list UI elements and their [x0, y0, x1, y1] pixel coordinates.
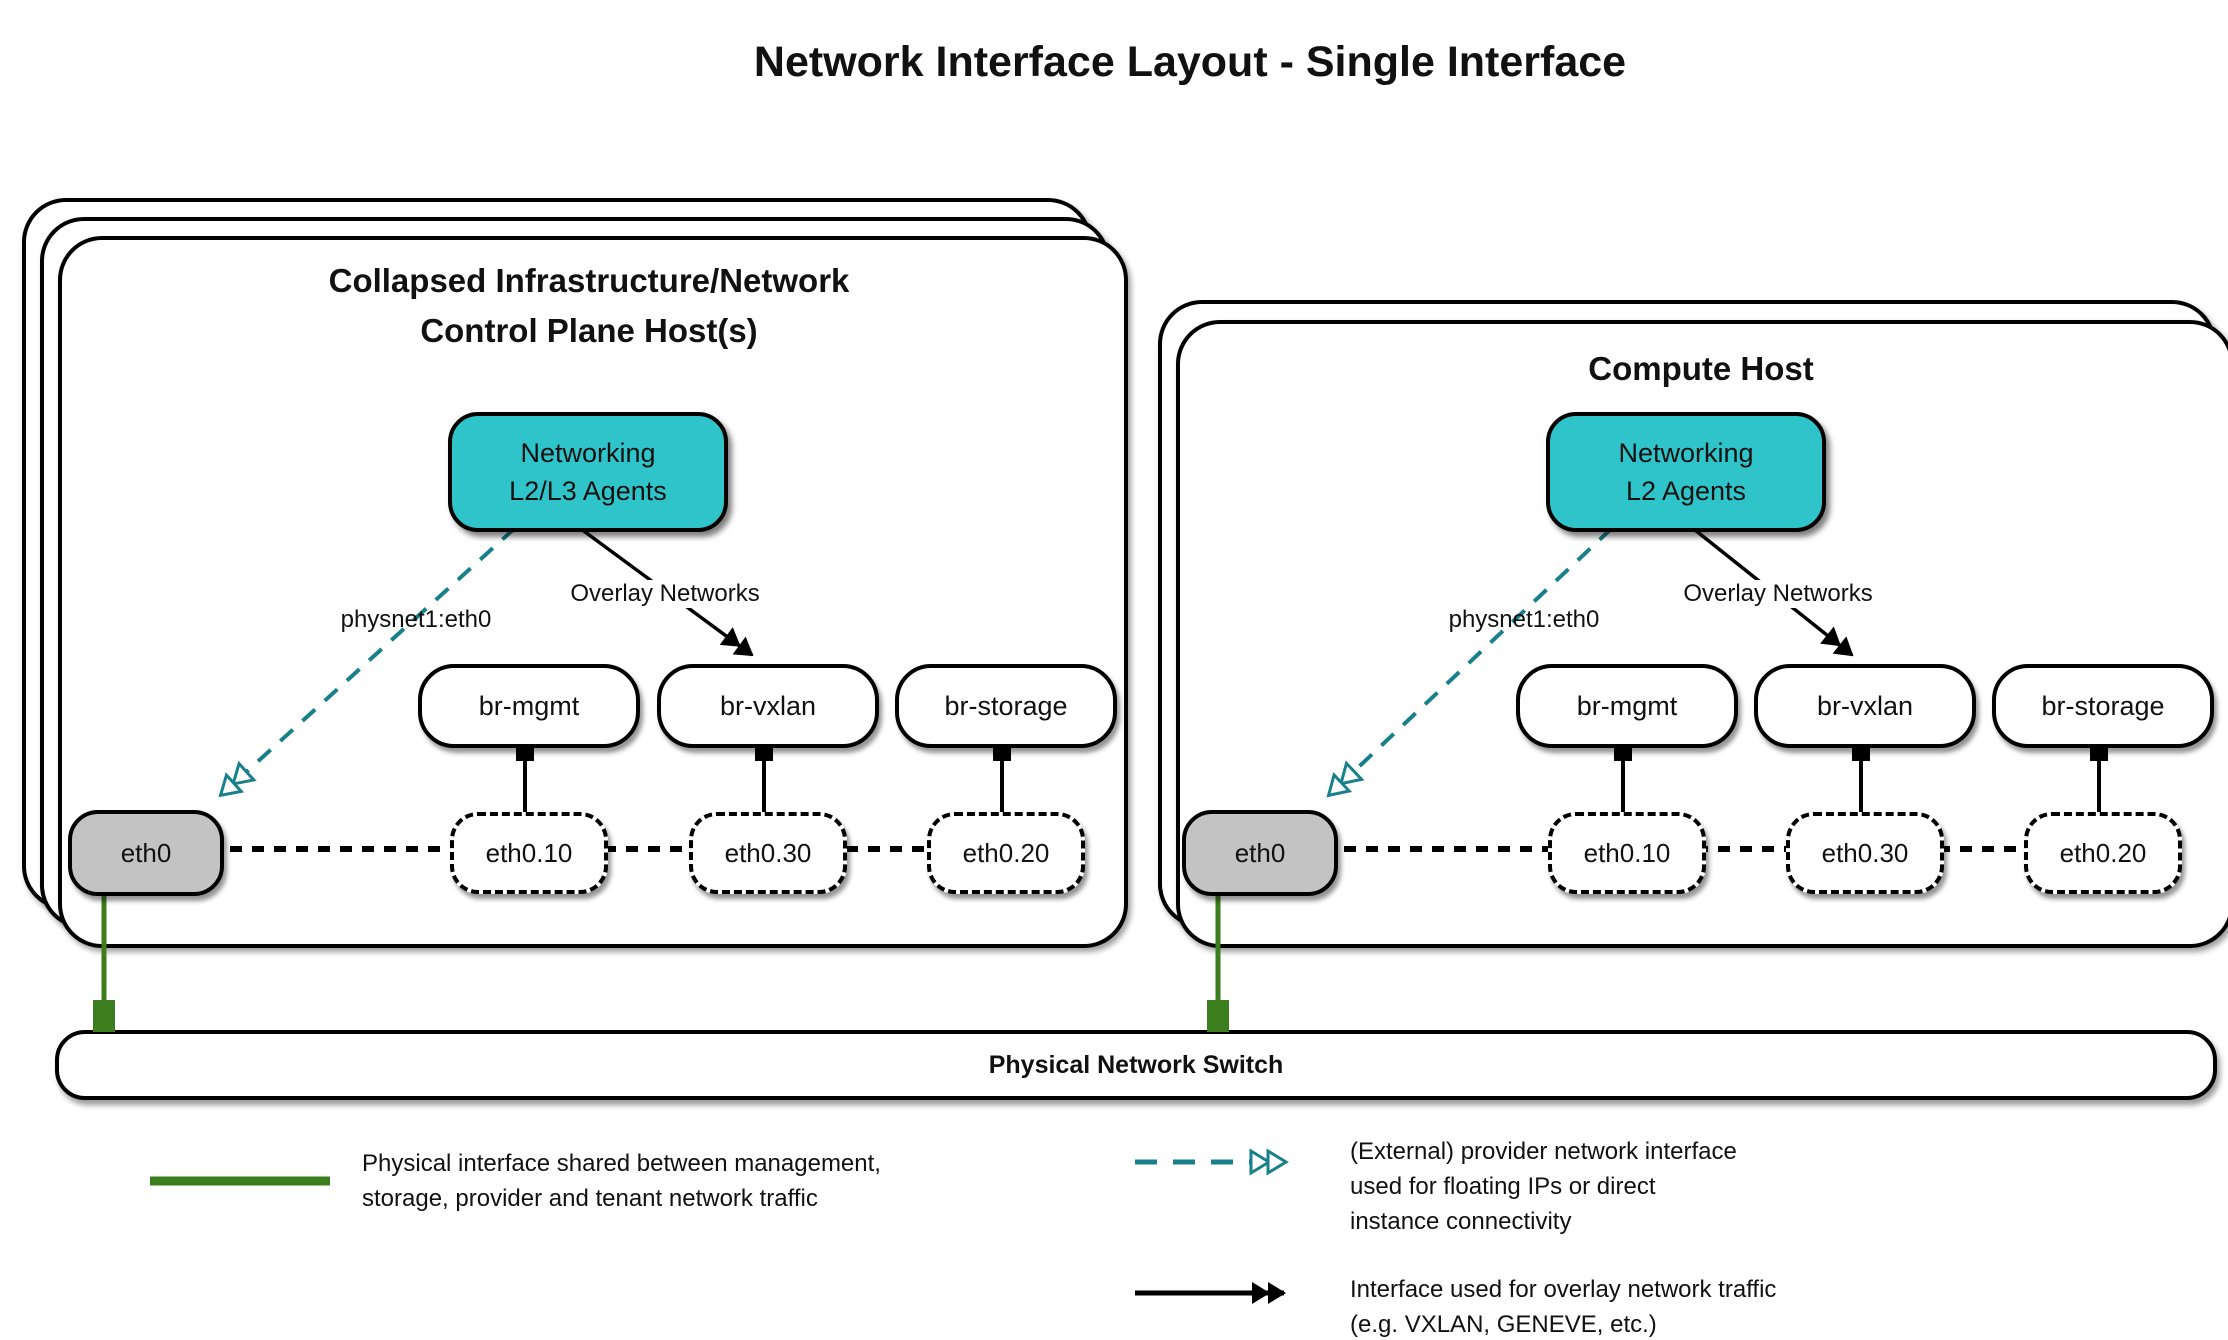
legend-overlay-line-2: (e.g. VXLAN, GENEVE, etc.)	[1350, 1311, 1657, 1338]
bridge-br-vxlan-host-2: br-vxlan	[1754, 664, 1976, 748]
vlan-eth0-30-host-1: eth0.30	[689, 812, 847, 894]
agent-line-2: L2 Agents	[1625, 476, 1747, 506]
legend-physical-line-2: storage, provider and tenant network tra…	[362, 1185, 818, 1212]
agent-line-1: Networking	[1618, 438, 1754, 468]
physical-interface-eth0-host-2: eth0	[1182, 810, 1338, 896]
bridge-br-mgmt-host-2: br-mgmt	[1516, 664, 1738, 748]
legend-provider-line-2: used for floating IPs or direct	[1350, 1173, 1656, 1200]
host-2-title-line-1: Compute Host	[1588, 350, 1814, 387]
bridge-br-mgmt-host-1: br-mgmt	[418, 664, 640, 748]
legend-physical-text: Physical interface shared between manage…	[362, 1146, 1062, 1216]
overlay-edge-label-host-2: Overlay Networks	[1663, 580, 1893, 608]
agent-line-2: L2/L3 Agents	[509, 476, 667, 506]
provider-edge-label-host-1: physnet1:eth0	[340, 606, 492, 633]
bridge-br-vxlan-host-1: br-vxlan	[657, 664, 879, 748]
uplink-port-host-1	[93, 1000, 115, 1032]
host-2-title: Compute Host	[1176, 344, 2226, 394]
vlan-eth0-30-host-2: eth0.30	[1786, 812, 1944, 894]
legend-physical-line-1: Physical interface shared between manage…	[362, 1150, 881, 1177]
vlan-eth0-20-host-1: eth0.20	[927, 812, 1085, 894]
vlan-eth0-10-host-1: eth0.10	[450, 812, 608, 894]
host-1-title: Collapsed Infrastructure/Network Control…	[58, 256, 1120, 356]
legend-overlay-line-1: Interface used for overlay network traff…	[1350, 1276, 1777, 1303]
vlan-eth0-20-host-2: eth0.20	[2024, 812, 2182, 894]
networking-agents-node-host-1: Networking L2/L3 Agents	[448, 412, 728, 532]
physical-network-switch: Physical Network Switch	[55, 1030, 2217, 1100]
physical-network-switch-label: Physical Network Switch	[988, 1050, 1284, 1079]
agent-line-1: Networking	[520, 438, 656, 468]
vlan-eth0-10-host-2: eth0.10	[1548, 812, 1706, 894]
legend-provider-line-1: (External) provider network interface	[1350, 1138, 1737, 1165]
provider-edge-label-host-2: physnet1:eth0	[1448, 606, 1600, 633]
bridge-br-storage-host-1: br-storage	[895, 664, 1117, 748]
uplink-port-host-2	[1207, 1000, 1229, 1032]
overlay-edge-label-host-1: Overlay Networks	[550, 580, 780, 608]
legend-provider-line-3: instance connectivity	[1350, 1208, 1572, 1235]
bridge-br-storage-host-2: br-storage	[1992, 664, 2214, 748]
page-title: Network Interface Layout - Single Interf…	[753, 38, 1627, 86]
legend-provider-text: (External) provider network interface us…	[1350, 1134, 1910, 1239]
physical-interface-eth0-host-1: eth0	[68, 810, 224, 896]
legend-overlay-text: Interface used for overlay network traff…	[1350, 1272, 1910, 1340]
host-1-title-line-2: Control Plane Host(s)	[420, 312, 758, 349]
networking-agents-node-host-2: Networking L2 Agents	[1546, 412, 1826, 532]
host-1-title-line-1: Collapsed Infrastructure/Network	[328, 262, 850, 299]
